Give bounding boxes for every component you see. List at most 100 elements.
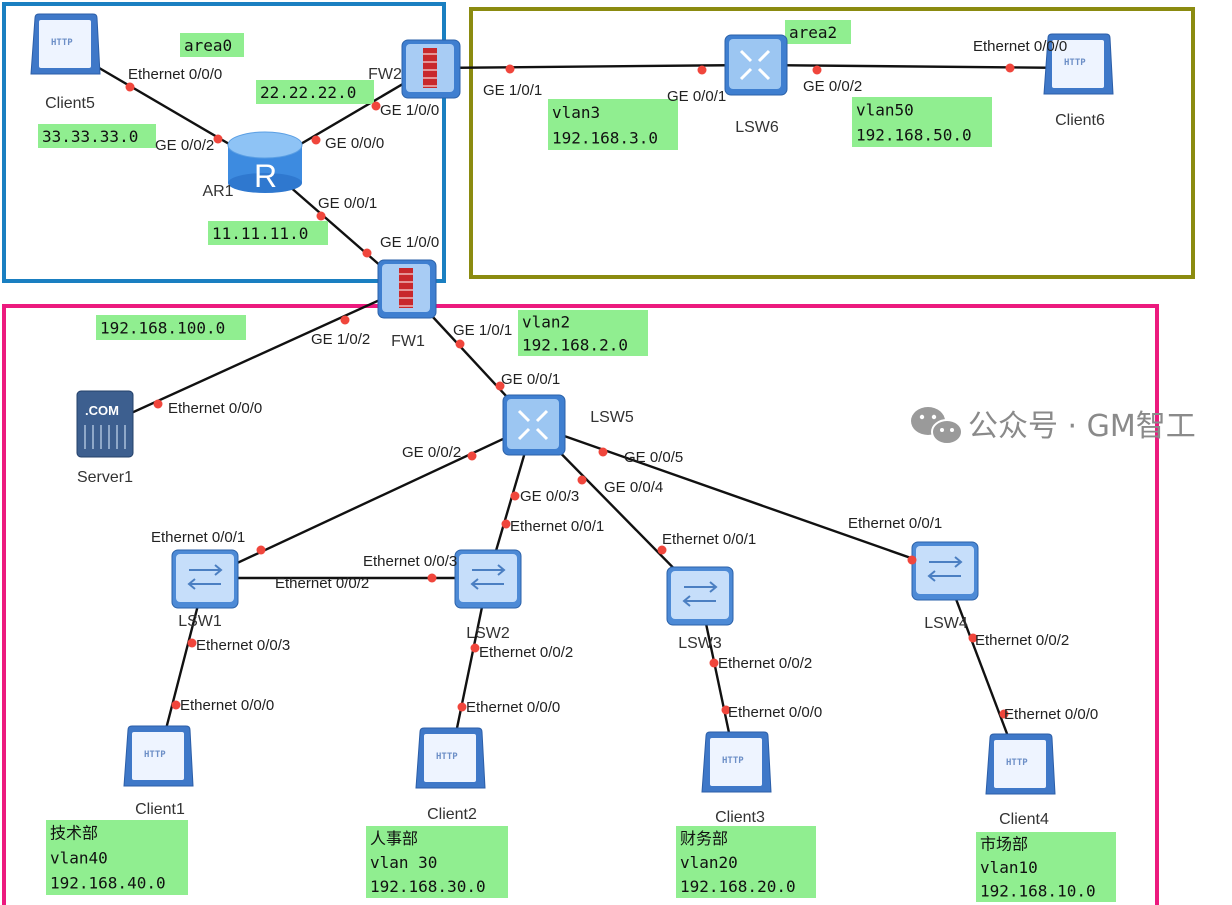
subnet-label-line: 192.168.10.0	[980, 881, 1096, 900]
port: Ethernet 0/0/0	[999, 706, 1098, 723]
http-icon-text: HTTP	[1006, 758, 1028, 768]
port-label: Ethernet 0/0/1	[848, 515, 942, 532]
subnet-label-line: vlan40	[50, 849, 108, 868]
port-dot[interactable]	[256, 545, 266, 555]
device-lsw3[interactable]: LSW3	[666, 566, 734, 652]
client-icon[interactable]: HTTP	[415, 727, 486, 789]
device-fw2[interactable]: FW2	[368, 39, 461, 99]
l3-switch-icon[interactable]	[724, 34, 788, 96]
client-icon[interactable]: HTTP	[985, 733, 1056, 795]
port-dot[interactable]	[427, 573, 437, 583]
port-dot[interactable]	[470, 643, 480, 653]
port-dot[interactable]	[505, 64, 515, 74]
subnet-label-bg	[46, 820, 188, 895]
port-dot[interactable]	[495, 381, 505, 391]
subnet-label-bg	[96, 315, 246, 340]
subnet-label-line: vlan3	[552, 103, 600, 122]
port-dot[interactable]	[501, 519, 511, 529]
port-dot[interactable]	[316, 211, 326, 221]
port-dot[interactable]	[697, 65, 707, 75]
port: GE 0/0/2	[803, 65, 862, 95]
device-label: LSW4	[924, 615, 968, 632]
port-label: GE 1/0/0	[380, 102, 439, 119]
port-label: Ethernet 0/0/3	[363, 553, 457, 570]
client-icon[interactable]: HTTP	[1043, 33, 1114, 95]
client-icon[interactable]: HTTP	[30, 13, 101, 75]
port-dot[interactable]	[371, 101, 381, 111]
port: Ethernet 0/0/1	[151, 529, 266, 555]
device-lsw6[interactable]: LSW6	[724, 34, 788, 136]
firewall-icon[interactable]	[377, 259, 437, 319]
port-dot[interactable]	[598, 447, 608, 457]
http-icon-text: HTTP	[144, 750, 166, 760]
l2-switch-icon[interactable]	[911, 541, 979, 601]
port-dot[interactable]	[721, 705, 731, 715]
port-label: Ethernet 0/0/1	[510, 518, 604, 535]
port-dot[interactable]	[510, 491, 520, 501]
port-dot[interactable]	[812, 65, 822, 75]
port-dot[interactable]	[1005, 63, 1015, 73]
port-dot[interactable]	[709, 658, 719, 668]
port: Ethernet 0/0/2	[709, 655, 812, 672]
port-dot[interactable]	[457, 702, 467, 712]
port-dot[interactable]	[362, 248, 372, 258]
port-label: GE 1/0/0	[380, 234, 439, 251]
l2-switch-icon[interactable]	[454, 549, 522, 609]
port-label: GE 0/0/5	[624, 449, 683, 466]
http-icon-text: HTTP	[722, 756, 744, 766]
device-lsw1[interactable]: LSW1	[171, 549, 239, 630]
port-dot[interactable]	[125, 82, 135, 92]
device-lsw2[interactable]: LSW2	[454, 549, 522, 642]
link-fw2-lsw6[interactable]	[429, 63, 756, 70]
l2-switch-icon[interactable]	[171, 549, 239, 609]
port-dot[interactable]	[577, 475, 587, 485]
port-label: Ethernet 0/0/0	[168, 400, 262, 417]
link-lsw5-lsw4[interactable]	[532, 423, 946, 572]
port-dot[interactable]	[455, 339, 465, 349]
port: GE 0/0/5	[598, 447, 683, 466]
firewall-icon[interactable]	[401, 39, 461, 99]
port-dot[interactable]	[467, 451, 477, 461]
port-dot[interactable]	[657, 545, 667, 555]
device-lsw4[interactable]: LSW4	[911, 541, 979, 632]
subnet-label-bg	[852, 97, 992, 147]
server-icon[interactable]: .COM	[76, 390, 134, 458]
router-icon[interactable]: R	[227, 131, 303, 194]
port-dot[interactable]	[340, 315, 350, 325]
subnet-label-line: 192.168.3.0	[552, 128, 658, 147]
device-lsw5[interactable]: LSW5	[502, 394, 634, 456]
subnet-label-line: 192.168.30.0	[370, 877, 486, 896]
device-fw1[interactable]: FW1	[377, 259, 437, 350]
port-dot[interactable]	[187, 638, 197, 648]
port-dot[interactable]	[311, 135, 321, 145]
port-dot[interactable]	[153, 399, 163, 409]
l2-switch-icon[interactable]	[666, 566, 734, 626]
subnet-label-bg	[256, 80, 374, 104]
port-label: GE 0/0/1	[318, 195, 377, 212]
subnet-label-line: vlan20	[680, 853, 738, 872]
port-dot[interactable]	[907, 555, 917, 565]
port-dot[interactable]	[999, 709, 1009, 719]
port: GE 1/0/1	[453, 322, 512, 349]
port-dot[interactable]	[213, 134, 223, 144]
port-dot[interactable]	[968, 633, 978, 643]
subnet-label-line: vlan50	[856, 101, 914, 120]
l3-switch-icon[interactable]	[502, 394, 566, 456]
link-lsw6-client6[interactable]	[754, 63, 1079, 70]
client-icon[interactable]: HTTP	[123, 725, 194, 787]
port-label: GE 0/0/4	[604, 479, 663, 496]
port: GE 0/0/2	[155, 134, 223, 154]
port-dot[interactable]	[171, 700, 181, 710]
client-icon[interactable]: HTTP	[701, 731, 772, 793]
port-label: Ethernet 0/0/3	[196, 637, 290, 654]
